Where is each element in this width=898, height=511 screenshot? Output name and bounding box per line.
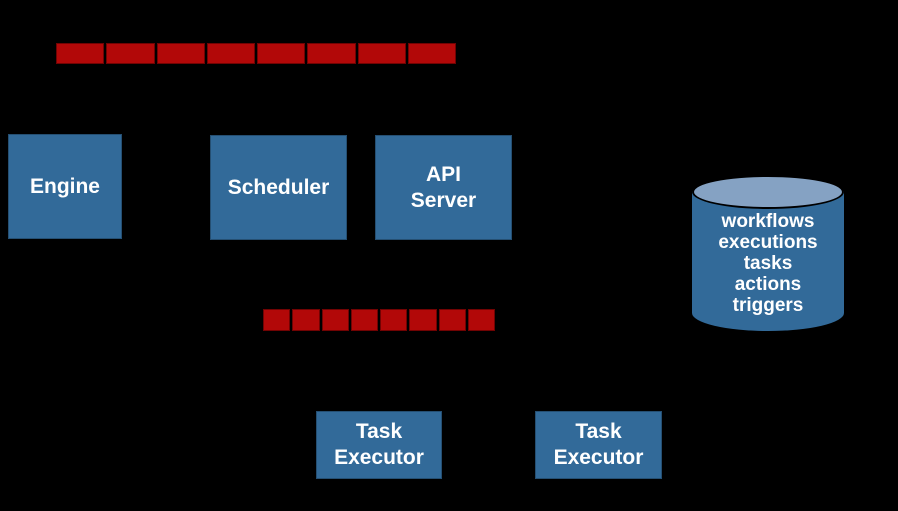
queue-segment bbox=[263, 309, 291, 331]
node-api-server-label: API Server bbox=[410, 162, 477, 212]
node-scheduler-label: Scheduler bbox=[227, 175, 330, 199]
queue-segment bbox=[467, 309, 495, 331]
node-task-executor-2: Task Executor bbox=[535, 411, 662, 479]
datastore-item: tasks bbox=[743, 253, 793, 274]
message-queue-top bbox=[56, 43, 456, 64]
queue-segment bbox=[257, 43, 306, 64]
datastore-item: actions bbox=[734, 274, 802, 295]
node-engine: Engine bbox=[8, 134, 122, 239]
queue-segment bbox=[106, 43, 155, 64]
node-api-server: API Server bbox=[375, 135, 512, 240]
node-engine-label: Engine bbox=[29, 174, 100, 198]
queue-segment bbox=[206, 43, 255, 64]
datastore-lid bbox=[692, 175, 844, 209]
queue-segment bbox=[307, 43, 356, 64]
queue-segment bbox=[357, 43, 406, 64]
queue-segment bbox=[380, 309, 408, 331]
node-scheduler: Scheduler bbox=[210, 135, 347, 240]
node-task-executor-1: Task Executor bbox=[316, 411, 442, 479]
queue-segment bbox=[321, 309, 349, 331]
queue-segment bbox=[156, 43, 205, 64]
queue-segment bbox=[350, 309, 378, 331]
node-task-executor-2-label: Task Executor bbox=[553, 420, 644, 469]
queue-segment bbox=[409, 309, 437, 331]
datastore-item: triggers bbox=[732, 295, 804, 316]
datastore-item: workflows bbox=[721, 211, 815, 232]
datastore-item: executions bbox=[718, 232, 818, 253]
queue-segment bbox=[292, 309, 320, 331]
queue-segment bbox=[407, 43, 456, 64]
queue-segment bbox=[56, 43, 105, 64]
message-queue-bottom bbox=[263, 309, 495, 331]
node-task-executor-1-label: Task Executor bbox=[334, 420, 424, 469]
datastore-body bbox=[692, 191, 844, 331]
queue-segment bbox=[438, 309, 466, 331]
